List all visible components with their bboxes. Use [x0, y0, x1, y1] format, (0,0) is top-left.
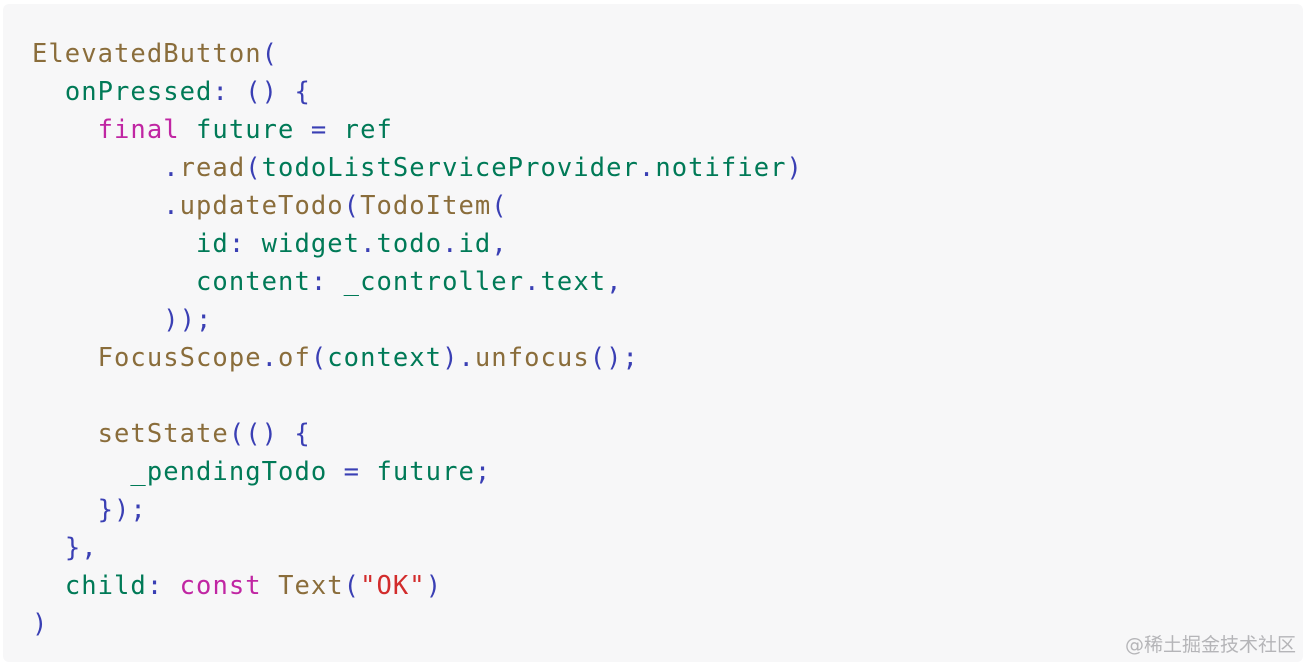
code-token-identifier: id [196, 229, 229, 259]
code-line: .read(todoListServiceProvider.notifier) [32, 149, 803, 187]
code-line: }, [32, 529, 803, 567]
code-block: ElevatedButton( onPressed: () { final fu… [32, 35, 803, 643]
code-token-whitespace [32, 457, 130, 487]
code-token-whitespace [32, 419, 98, 449]
code-token-function: ElevatedButton [32, 39, 262, 69]
code-token-punctuation: ( [343, 571, 361, 601]
code-token-string: "OK" [360, 571, 426, 601]
code-token-punctuation: (() { [228, 419, 311, 449]
code-token-identifier: id [458, 229, 492, 259]
code-token-identifier: todo [376, 229, 443, 259]
code-token-whitespace [180, 115, 196, 145]
code-token-punctuation: = [327, 457, 377, 487]
code-token-punctuation: ( [245, 153, 262, 183]
code-token-function: unfocus [474, 343, 590, 373]
code-token-punctuation: }); [97, 495, 147, 525]
code-token-whitespace [32, 153, 163, 183]
code-token-function: read [179, 153, 246, 183]
code-token-punctuation: . [163, 153, 180, 183]
code-token-punctuation: , [491, 229, 508, 259]
code-token-punctuation: . [360, 229, 377, 259]
code-token-punctuation: ( [310, 343, 328, 373]
code-token-punctuation: = [294, 115, 344, 145]
code-token-identifier: future [376, 457, 475, 487]
code-token-function: FocusScope [97, 343, 262, 373]
code-token-punctuation: (); [589, 343, 639, 373]
code-token-identifier: onPressed [64, 77, 213, 107]
code-token-whitespace [32, 229, 196, 259]
code-line: )); [32, 301, 803, 339]
code-line: .updateTodo(TodoItem( [32, 187, 803, 225]
code-token-punctuation: ) [425, 571, 443, 601]
code-token-identifier: future [196, 115, 295, 145]
code-line: final future = ref [32, 111, 803, 149]
code-line: onPressed: () { [32, 73, 803, 111]
code-token-punctuation: ) [786, 153, 803, 183]
code-token-punctuation: . [638, 153, 656, 183]
watermark: @稀土掘金技术社区 [1124, 634, 1296, 656]
code-token-whitespace [262, 571, 278, 601]
code-line: FocusScope.of(context).unfocus(); [32, 339, 803, 377]
code-token-identifier: ref [343, 115, 393, 145]
code-token-whitespace [32, 77, 65, 107]
code-token-identifier: context [327, 343, 443, 373]
code-token-punctuation: ( [261, 39, 279, 69]
code-token-whitespace [32, 533, 65, 563]
code-token-identifier: content [196, 267, 311, 297]
code-line: child: const Text("OK") [32, 567, 803, 605]
code-token-punctuation: , [606, 267, 623, 297]
code-snippet-panel: ElevatedButton( onPressed: () { final fu… [3, 4, 1303, 662]
code-token-whitespace [32, 115, 98, 145]
code-line: ElevatedButton( [32, 35, 803, 73]
code-token-identifier: text [540, 267, 607, 297]
code-token-punctuation: ). [442, 343, 475, 373]
code-token-whitespace [32, 191, 163, 221]
code-token-identifier: todoListServiceProvider [261, 153, 639, 183]
code-token-identifier: child [64, 571, 147, 601]
code-line: ) [32, 605, 803, 643]
code-token-punctuation: : [310, 267, 344, 297]
code-line: id: widget.todo.id, [32, 225, 803, 263]
code-token-keyword: const [179, 571, 262, 601]
code-token-punctuation: . [524, 267, 541, 297]
code-token-whitespace [32, 305, 163, 335]
code-token-punctuation: . [261, 343, 279, 373]
code-line: setState(() { [32, 415, 803, 453]
code-token-punctuation: : [146, 571, 180, 601]
code-token-punctuation: ; [474, 457, 492, 487]
code-token-identifier: widget [261, 229, 361, 259]
code-token-function: updateTodo [179, 191, 344, 221]
code-token-whitespace [32, 571, 65, 601]
code-line [32, 377, 803, 415]
code-token-punctuation: . [163, 191, 180, 221]
code-token-whitespace [32, 495, 98, 525]
code-token-punctuation: ( [343, 191, 361, 221]
code-token-keyword: final [97, 115, 180, 145]
code-token-function: Text [278, 571, 344, 601]
code-token-punctuation: )); [163, 305, 213, 335]
code-token-whitespace [32, 267, 196, 297]
code-token-function: TodoItem [360, 191, 492, 221]
code-line: content: _controller.text, [32, 263, 803, 301]
code-token-punctuation: . [442, 229, 459, 259]
code-token-identifier: notifier [655, 153, 787, 183]
code-token-punctuation: }, [64, 533, 98, 563]
code-token-identifier: _pendingTodo [130, 457, 328, 487]
code-token-punctuation: ) [32, 609, 49, 639]
code-token-whitespace [32, 343, 98, 373]
code-token-function: of [278, 343, 311, 373]
code-token-function: setState [97, 419, 229, 449]
code-line: _pendingTodo = future; [32, 453, 803, 491]
code-token-punctuation: : [228, 229, 262, 259]
code-line: }); [32, 491, 803, 529]
code-token-identifier: _controller [343, 267, 525, 297]
code-token-punctuation: ( [491, 191, 508, 221]
code-token-punctuation: : () { [212, 77, 311, 107]
